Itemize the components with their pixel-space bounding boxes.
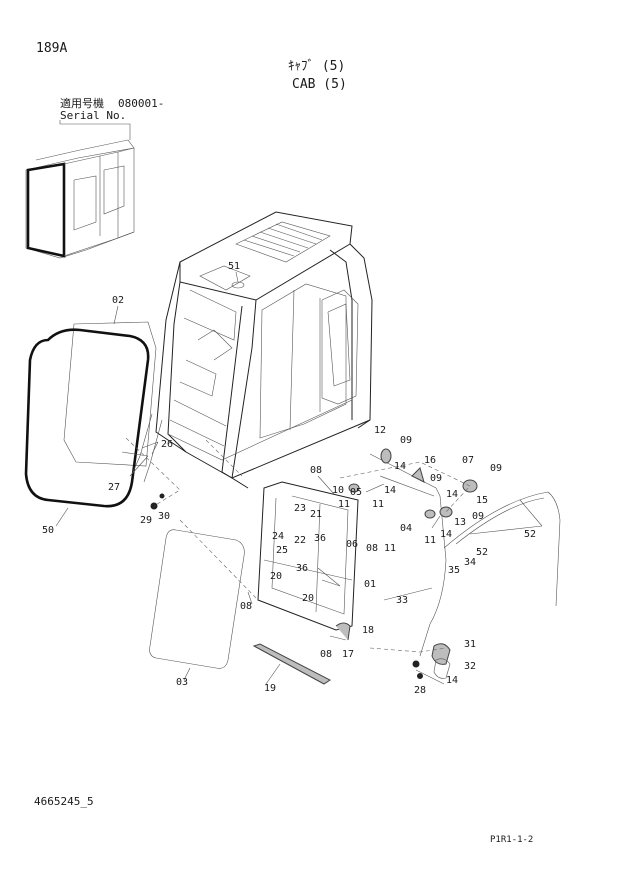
callout-25: 25 <box>276 545 289 556</box>
callout-08d: 08 <box>320 649 333 660</box>
callout-11d: 11 <box>424 535 437 546</box>
callout-08b: 08 <box>366 543 379 554</box>
callout-14e: 14 <box>446 675 459 686</box>
callout-06: 06 <box>346 539 359 550</box>
callout-27: 27 <box>108 482 121 493</box>
callout-11b: 11 <box>372 499 385 510</box>
page-ref: P1R1-1-2 <box>490 835 534 845</box>
serial-range: 080001- <box>118 97 165 110</box>
callout-19: 19 <box>264 683 277 694</box>
callout-11a: 11 <box>338 499 351 510</box>
callout-21: 21 <box>310 509 323 520</box>
callout-22: 22 <box>294 535 307 546</box>
callout-14b: 14 <box>384 485 397 496</box>
serial-label-jp: 適用号機 <box>60 97 104 110</box>
callout-13: 13 <box>454 517 467 528</box>
drawing-number: 4665245_5 <box>34 795 94 808</box>
title-en: CAB (5) <box>292 77 347 92</box>
cab-frame <box>155 211 373 489</box>
part-50-shape <box>24 328 150 508</box>
part-01-door-frame <box>257 481 359 631</box>
callout-15: 15 <box>476 495 489 506</box>
callout-28: 28 <box>414 685 427 696</box>
callout-08a: 08 <box>310 465 323 476</box>
part-33-shape <box>419 495 447 657</box>
callout-08c: 08 <box>240 601 253 612</box>
callout-07: 07 <box>462 455 475 466</box>
part-03-shape <box>149 529 245 669</box>
callout-17: 17 <box>342 649 355 660</box>
callout-11c: 11 <box>384 543 397 554</box>
callout-30: 30 <box>158 511 171 522</box>
callout-36b: 36 <box>296 563 309 574</box>
callout-14a: 14 <box>394 461 407 472</box>
callout-12: 12 <box>374 425 387 436</box>
callout-14d: 14 <box>440 529 453 540</box>
callout-09c: 09 <box>490 463 503 474</box>
callout-51: 51 <box>228 261 241 272</box>
callout-09b: 09 <box>430 473 443 484</box>
callout-14c: 14 <box>446 489 459 500</box>
callout-34: 34 <box>464 557 477 568</box>
callout-31: 31 <box>464 639 477 650</box>
callout-20a: 20 <box>270 571 283 582</box>
callout-50: 50 <box>42 525 55 536</box>
callout-20b: 20 <box>302 593 315 604</box>
callout-01: 01 <box>364 579 377 590</box>
part-02-shape <box>63 321 157 467</box>
serial-leader <box>59 120 131 140</box>
callout-36a: 36 <box>314 533 327 544</box>
title-jp: ｷｬﾌﾞ (5) <box>288 59 346 74</box>
callout-04: 04 <box>400 523 413 534</box>
callout-24: 24 <box>272 531 285 542</box>
callout-10: 10 <box>332 485 345 496</box>
callout-16: 16 <box>424 455 437 466</box>
cab-thumbnail <box>25 139 135 259</box>
callout-18: 18 <box>362 625 375 636</box>
callout-26: 26 <box>161 439 174 450</box>
callout-32: 32 <box>464 661 477 672</box>
callout-09d: 09 <box>472 511 485 522</box>
callout-03: 03 <box>176 677 189 688</box>
callout-09a: 09 <box>400 435 413 446</box>
callout-52a: 52 <box>524 529 537 540</box>
callout-52b: 52 <box>476 547 489 558</box>
part-52-shape <box>443 491 561 607</box>
callout-35: 35 <box>448 565 461 576</box>
callout-05: 05 <box>350 487 363 498</box>
callout-02: 02 <box>112 295 125 306</box>
callout-29: 29 <box>140 515 153 526</box>
callout-33: 33 <box>396 595 409 606</box>
page-code: 189A <box>36 41 68 56</box>
callout-23: 23 <box>294 503 307 514</box>
part-19-shape <box>252 643 331 685</box>
serial-label-en: Serial No. <box>60 109 127 122</box>
